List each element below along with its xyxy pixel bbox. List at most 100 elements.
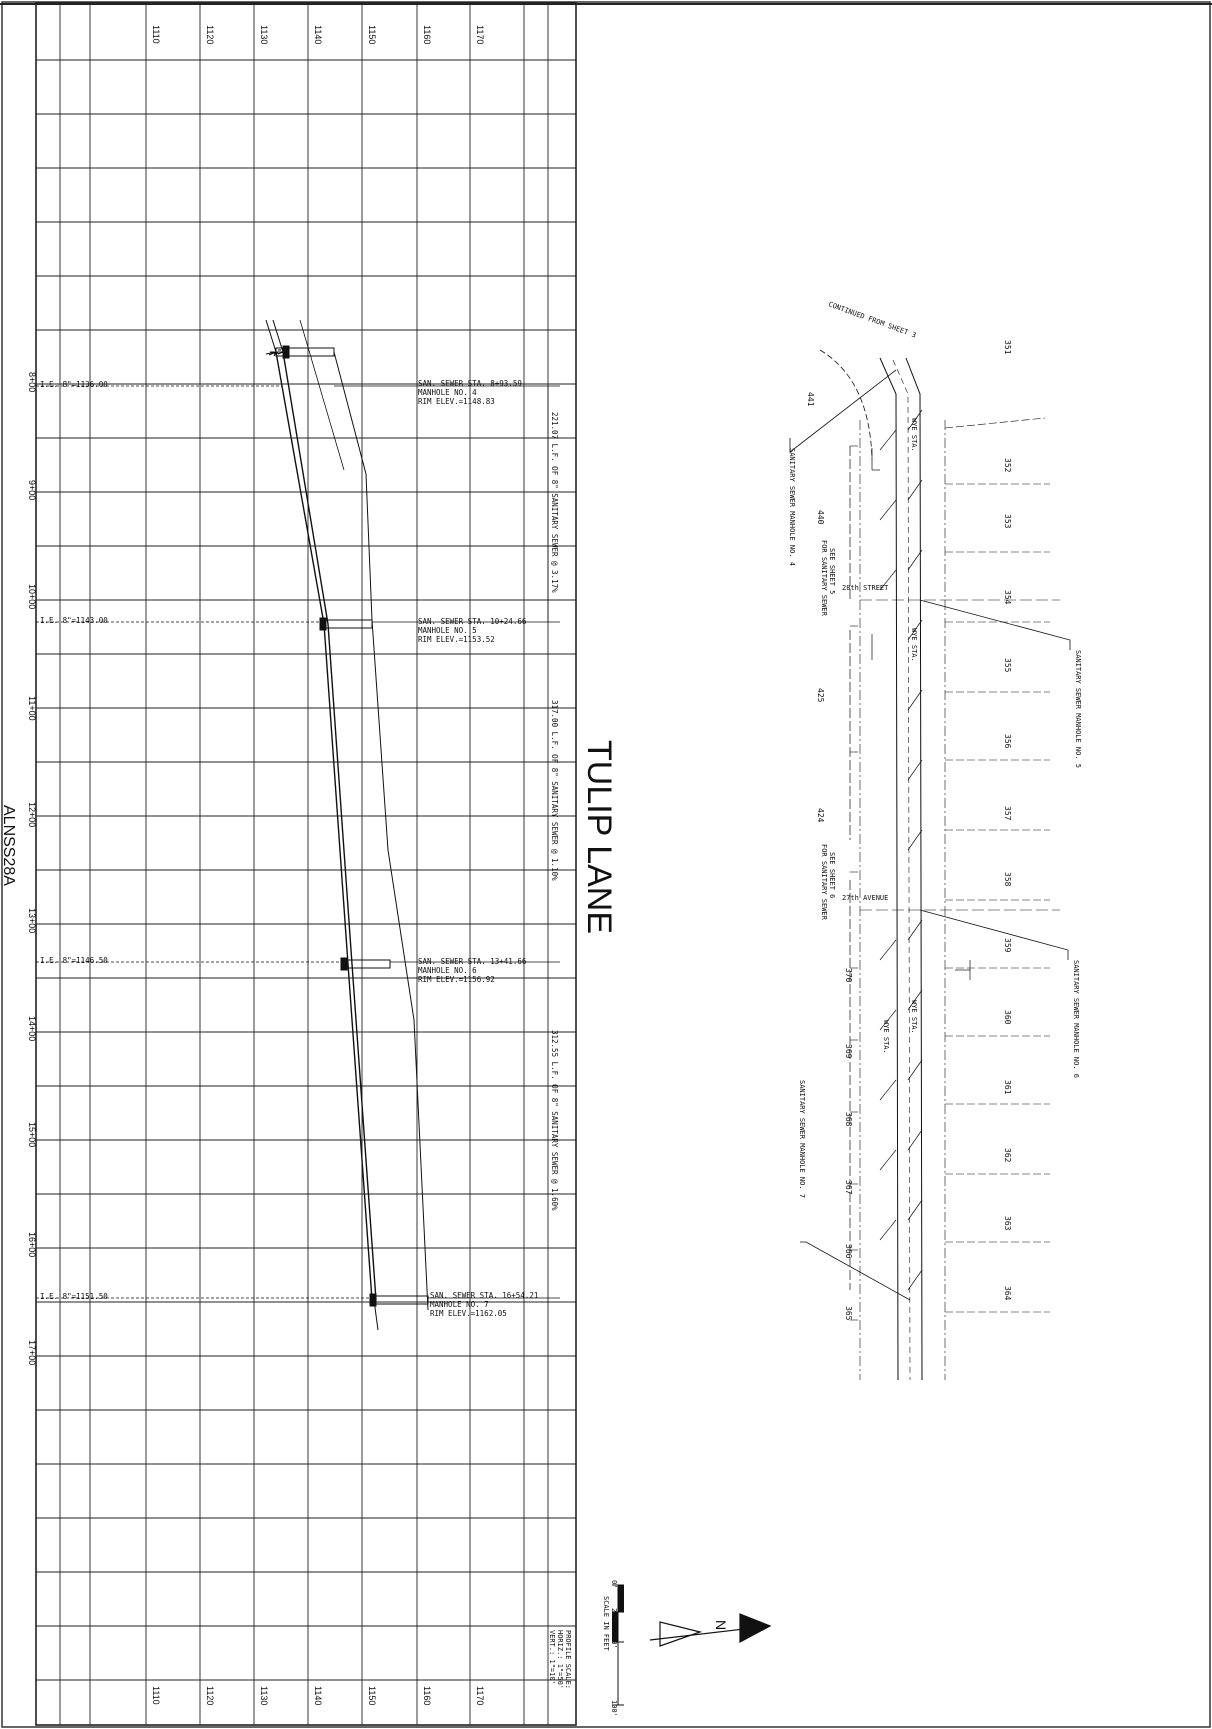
- elevation-label: 1130: [259, 1686, 269, 1705]
- see-sheet-6-line1: SEE SHEET 6: [828, 852, 836, 898]
- scale-labels: SCALE IN FEET 0' 25' 50' 100': [602, 1580, 618, 1717]
- lot-number: 440: [816, 510, 825, 525]
- manhole-callout-5: SANITARY SEWER MANHOLE NO. 5: [1074, 650, 1082, 768]
- manhole-4-symbol: [275, 345, 335, 359]
- manhole-station: SAN. SEWER STA. 10+24.66: [418, 617, 527, 626]
- west-lot-lines: [850, 445, 860, 1321]
- lot-number: 364: [1003, 1286, 1012, 1301]
- lot-number: 425: [816, 688, 825, 703]
- wye-label: WYE STA.: [910, 418, 918, 452]
- profile-manholes: [275, 345, 429, 1307]
- station-label: 13+00: [27, 908, 37, 933]
- invert-callouts: I.E. 8"=1136.00 I.E. 8"=1143.00 I.E. 8"=…: [36, 380, 372, 1301]
- lot-number: 354: [1003, 590, 1012, 605]
- manhole-rim: RIM ELEV.=1162.05: [430, 1309, 507, 1318]
- manhole-5-callout: SAN. SEWER STA. 10+24.66 MANHOLE NO. 5 R…: [372, 617, 560, 644]
- manhole-6-callout: SAN. SEWER STA. 13+41.66 MANHOLE NO. 6 R…: [390, 957, 560, 984]
- manhole-number: MANHOLE NO. 4: [418, 388, 477, 397]
- station-label: 16+00: [27, 1232, 37, 1257]
- graphic-scale: [612, 1584, 624, 1706]
- lot-number: 359: [1003, 938, 1012, 953]
- wye-label: WYE STA.: [910, 628, 918, 662]
- lot-number: 365: [844, 1306, 853, 1321]
- plan-text: CONTINUED FROM SHEET 3 28th STREET 27th …: [788, 300, 1082, 1198]
- manhole-callout-6: SANITARY SEWER MANHOLE NO. 6: [1072, 960, 1080, 1078]
- lot-number: 369: [844, 1044, 853, 1059]
- north-arrow: [649, 1613, 772, 1647]
- lot-number: 366: [844, 1244, 853, 1259]
- manhole-7-symbol: [369, 1293, 429, 1307]
- lot-number: 357: [1003, 806, 1012, 821]
- manhole-callout-7: SANITARY SEWER MANHOLE NO. 7: [798, 1080, 806, 1198]
- profile-horizontal-lines: [36, 59, 576, 1681]
- manhole-station: SAN. SEWER STA. 8+93.59: [418, 379, 522, 388]
- manhole-station: SAN. SEWER STA. 16+54.21: [430, 1291, 538, 1300]
- profile-scale-title: PROFILE SCALE:: [564, 1630, 572, 1689]
- lot-number: 352: [1003, 458, 1012, 473]
- run-label: 312.55 L.F. OF 8" SANITARY SEWER @ 1.60%: [550, 1030, 559, 1211]
- scale-tick: 0': [610, 1580, 618, 1588]
- station-label: 12+00: [27, 802, 37, 827]
- profile-scale-horiz: HORIZ.: 1"=50': [556, 1630, 564, 1689]
- scale-tick: 25': [610, 1608, 618, 1621]
- street-label-27th: 27th AVENUE: [842, 894, 888, 902]
- lot-number: 362: [1003, 1148, 1012, 1163]
- elevation-labels-top: 1110 1120 1130 1140 1150 1160 1170: [151, 25, 485, 44]
- manhole-callout-4: SANITARY SEWER MANHOLE NO. 4: [788, 448, 796, 566]
- elevation-label: 1170: [475, 1686, 485, 1705]
- scale-tick: 50': [610, 1636, 618, 1649]
- manhole-station: SAN. SEWER STA. 13+41.66: [418, 957, 527, 966]
- lot-number: 361: [1003, 1080, 1012, 1095]
- road-centerline: [892, 359, 911, 1381]
- elevation-label: 1150: [367, 1686, 377, 1705]
- east-lot-lines: [944, 417, 1050, 1313]
- elevation-label: 1150: [367, 25, 377, 44]
- continued-note: CONTINUED FROM SHEET 3: [827, 300, 917, 339]
- manhole-number: MANHOLE NO. 7: [430, 1300, 489, 1309]
- curve-arc: [819, 349, 873, 461]
- manhole-station-callouts: SAN. SEWER STA. 8+93.59 MANHOLE NO. 4 RI…: [334, 379, 560, 1318]
- profile-lines: [265, 319, 429, 1331]
- invert-label: I.E. 8"=1146.50: [40, 956, 108, 965]
- profile-scale-vert: VERT.: 1"=10': [548, 1630, 556, 1685]
- elevation-label: 1110: [151, 25, 161, 44]
- lot-number: 353: [1003, 514, 1012, 529]
- lot-number: 441: [806, 392, 815, 407]
- ground-upper-start: [299, 319, 311, 355]
- see-sheet-6-line2: FOR SANITARY SEWER: [820, 844, 828, 921]
- pipe-upstream-extension-right: [272, 319, 284, 353]
- lot-number: 368: [844, 1112, 853, 1127]
- lot-number: 363: [1003, 1216, 1012, 1231]
- lot-number: 351: [1003, 340, 1012, 355]
- lot-number: 358: [1003, 872, 1012, 887]
- ground-line: [333, 351, 429, 1311]
- manhole-7-callout: SAN. SEWER STA. 16+54.21 MANHOLE NO. 7 R…: [428, 1291, 560, 1318]
- lot-number: 367: [844, 1180, 853, 1195]
- run-label: 317.00 L.F. OF 8" SANITARY SEWER @ 1.10%: [550, 700, 559, 881]
- scale-caption: SCALE IN FEET: [602, 1596, 610, 1652]
- manhole-leaders: [789, 369, 1071, 1301]
- wye-label: WYE STA.: [882, 1020, 890, 1054]
- street-label-28th: 28th STREET: [842, 584, 889, 592]
- elevation-label: 1140: [313, 25, 323, 44]
- invert-label: I.E. 8"=1151.50: [40, 1292, 108, 1301]
- elevation-label: 1120: [205, 1686, 215, 1705]
- profile-grid: [35, 2, 577, 1726]
- station-label: 10+00: [27, 584, 37, 609]
- drawing-id: ALNSS28A: [0, 805, 17, 886]
- north-label: N: [713, 1620, 729, 1630]
- manhole-rim: RIM ELEV.=1153.52: [418, 635, 495, 644]
- profile-vertical-lines: [59, 3, 549, 1725]
- station-label: 17+00: [27, 1340, 37, 1365]
- elevation-label: 1110: [151, 1686, 161, 1705]
- detail-marks: [871, 448, 971, 980]
- station-label: 9+00: [27, 480, 37, 500]
- station-label: 14+00: [27, 1016, 37, 1041]
- invert-label: I.E. 8"=1136.00: [40, 380, 108, 389]
- elevation-label: 1120: [205, 25, 215, 44]
- lot-number: 356: [1003, 734, 1012, 749]
- lot-number: 370: [844, 968, 853, 983]
- elevation-label: 1160: [422, 25, 432, 44]
